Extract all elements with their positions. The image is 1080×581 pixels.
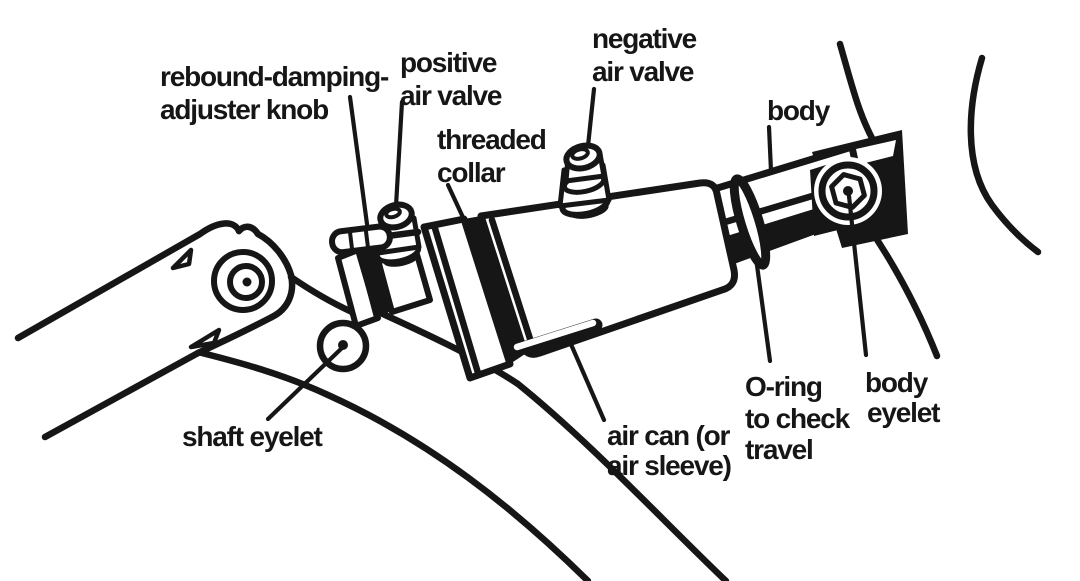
threaded-collar-edge-line (430, 221, 482, 377)
rocker-arm-top-edge (14, 220, 243, 342)
label-body-eyelet-line-1: body (865, 367, 929, 398)
negative-valve-shape (557, 142, 612, 219)
highlight-triangle-lower (188, 327, 222, 350)
labels-group: rebound-damping- adjuster knob positive … (160, 23, 941, 481)
label-o-ring-line-1: O-ring (745, 371, 822, 402)
label-rebound-knob-line-1: rebound-damping- (160, 61, 389, 92)
label-threaded-collar-line-1: threaded (437, 124, 546, 155)
leader-o-ring (753, 255, 773, 364)
label-threaded-collar-line-2: collar (437, 157, 506, 188)
rocker-linkage (14, 220, 356, 441)
label-air-can-line-2: air sleeve) (607, 450, 731, 481)
o-ring-shape (729, 174, 771, 270)
body-eyelet-shape (814, 157, 882, 225)
label-positive-valve-line-1: positive (400, 47, 497, 78)
leader-lines (265, 86, 869, 423)
rocker-to-clevis-edge (287, 273, 356, 316)
air-can-left-edge-line (488, 216, 536, 349)
rear-frame-curve (967, 54, 1042, 256)
leader-positive-valve (393, 99, 405, 209)
swingarm-top-edge (348, 296, 730, 581)
rebound-knob-lever (329, 223, 393, 256)
label-rebound-knob-line-2: adjuster knob (160, 94, 328, 125)
swingarm-fill (198, 299, 726, 581)
leader-body (766, 124, 774, 174)
air-can-shape (477, 179, 738, 358)
pivot-eyelet-shape (211, 249, 275, 313)
highlight-triangle-upper (170, 247, 194, 271)
negative-valve-cap-hole (570, 147, 590, 161)
rebound-knob-divider-1 (347, 230, 355, 251)
label-o-ring-line-3: travel (745, 434, 813, 465)
positive-valve-cap-hole (384, 206, 402, 220)
label-body: body (767, 95, 831, 126)
seat-tube-upper-curve (836, 40, 877, 144)
leader-negative-valve (585, 86, 597, 149)
rebound-knob-divider-2 (363, 228, 371, 249)
body-eyelet-center (843, 186, 853, 196)
clevis-shadow-wedge (356, 245, 394, 318)
leader-body-eyelet (846, 193, 869, 358)
collar-shadow-band (464, 216, 525, 364)
threaded-collar-shape (420, 215, 525, 382)
label-body-eyelet-line-2: eyelet (867, 397, 940, 428)
rocker-arm-bottom-edge (41, 349, 202, 441)
seat-tube-lower-curve (860, 216, 941, 360)
label-air-can-line-1: air can (or (607, 420, 730, 451)
air-can-slot-highlight (513, 319, 597, 351)
shock-assembly (329, 142, 882, 382)
rebound-knob-shape (329, 223, 393, 256)
label-shaft-eyelet: shaft eyelet (182, 421, 323, 452)
label-o-ring-line-2: to check (745, 403, 851, 434)
label-positive-valve-line-2: air valve (400, 80, 502, 111)
label-negative-valve-line-1: negative (592, 23, 697, 54)
swingarm-bottom-edge (194, 348, 592, 581)
label-negative-valve-line-2: air valve (592, 56, 694, 87)
leader-rebound-knob (347, 94, 370, 227)
leader-shaft-eyelet (265, 344, 346, 422)
leader-threaded-collar (445, 182, 470, 229)
pivot-center (242, 277, 252, 287)
leader-air-can (567, 339, 607, 423)
rear-swingarm (194, 296, 730, 581)
rocker-lower-edge (194, 313, 276, 357)
